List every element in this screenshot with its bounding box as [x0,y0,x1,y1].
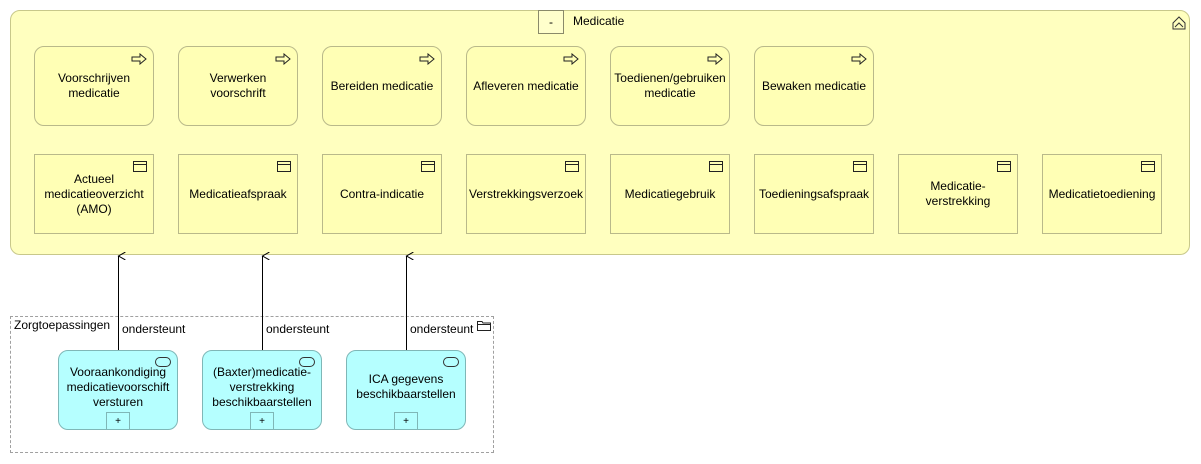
medicatie-title: Medicatie [573,14,625,28]
process-label: Verwerken voorschrift [209,71,267,100]
process-bewaken-medicatie[interactable]: Bewaken medicatie [754,46,874,126]
service-pill-icon [443,357,459,367]
arrow-right-icon [707,53,723,65]
object-label: Medicatiegebruik [624,186,716,201]
service-label: (Baxter)medicatie-verstrekking beschikba… [212,364,312,409]
object-toedieningsafspraak[interactable]: Toedieningsafspraak [754,154,874,234]
object-label: Contra-indicatie [339,186,425,201]
service-label: Vooraankondiging medicatievoorschift ver… [66,364,170,409]
arrow-right-icon [419,53,435,65]
service-baxter-verstrekking[interactable]: (Baxter)medicatie-verstrekking beschikba… [202,350,322,430]
object-verstrekkingsverzoek[interactable]: Verstrekkingsverzoek [466,154,586,234]
service-label: ICA gegevens beschikbaarstellen [356,372,456,401]
zorgtoepassingen-group[interactable] [10,316,494,453]
object-label: Medicatieafspraak [189,186,287,201]
process-voorschrijven-medicatie[interactable]: Voorschrijven medicatie [34,46,154,126]
arrow-right-icon [563,53,579,65]
process-afleveren-medicatie[interactable]: Afleveren medicatie [466,46,586,126]
process-toedienen-gebruiken-medicatie[interactable]: Toedienen/gebruiken medicatie [610,46,730,126]
relation-label: ondersteunt [266,322,330,336]
expand-button[interactable]: + [394,412,418,430]
relation-label: ondersteunt [122,322,186,336]
expand-button[interactable]: + [250,412,274,430]
service-pill-icon [299,357,315,367]
chevron-up-icon[interactable] [1172,16,1186,30]
object-label: Toedieningsafspraak [758,186,870,201]
window-icon [1141,161,1155,172]
window-icon [853,161,867,172]
object-medicatietoediening[interactable]: Medicatietoediening [1042,154,1162,234]
object-medicatieafspraak[interactable]: Medicatieafspraak [178,154,298,234]
process-label: Bewaken medicatie [761,78,867,93]
service-vooraankondiging[interactable]: Vooraankondiging medicatievoorschift ver… [58,350,178,430]
object-contra-indicatie[interactable]: Contra-indicatie [322,154,442,234]
expand-button[interactable]: + [106,412,130,430]
object-medicatie-verstrekking[interactable]: Medicatie-verstrekking [898,154,1018,234]
service-pill-icon [155,357,171,367]
service-ica-gegevens[interactable]: ICA gegevens beschikbaarstellen + [346,350,466,430]
collapse-button[interactable]: - [538,10,564,34]
object-medicatiegebruik[interactable]: Medicatiegebruik [610,154,730,234]
window-icon [565,161,579,172]
window-icon [709,161,723,172]
window-icon [997,161,1011,172]
object-label: Verstrekkingsverzoek [468,186,584,201]
folder-icon [477,321,491,331]
process-verwerken-voorschrift[interactable]: Verwerken voorschrift [178,46,298,126]
relation-label: ondersteunt [410,322,474,336]
object-label: Actueel medicatieoverzicht (AMO) [44,171,144,216]
object-label: Medicatie-verstrekking [925,179,991,208]
object-label: Medicatietoediening [1048,186,1156,201]
object-actueel-medicatieoverzicht[interactable]: Actueel medicatieoverzicht (AMO) [34,154,154,234]
process-label: Afleveren medicatie [473,78,579,93]
process-bereiden-medicatie[interactable]: Bereiden medicatie [322,46,442,126]
process-label: Bereiden medicatie [330,78,434,93]
process-label: Toedienen/gebruiken medicatie [614,71,726,100]
arrow-right-icon [131,53,147,65]
window-icon [421,161,435,172]
arrow-right-icon [275,53,291,65]
arrow-right-icon [851,53,867,65]
window-icon [277,161,291,172]
zorgtoepassingen-title: Zorgtoepassingen [14,318,111,332]
process-label: Voorschrijven medicatie [57,71,131,100]
window-icon [133,161,147,172]
